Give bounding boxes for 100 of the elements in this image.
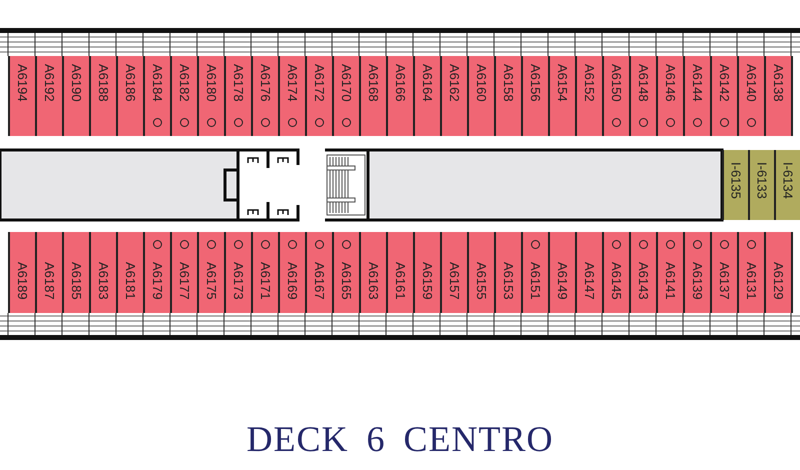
cabin-number: A6148 [637,64,650,102]
cabin-number: A6185 [70,262,83,300]
cabin [8,232,37,313]
cabin-number: A6175 [205,262,218,300]
cabin [440,56,469,136]
cabin-number: A6162 [448,64,461,102]
cabin [278,56,307,136]
cabin-number: A6171 [259,262,272,300]
cabin [602,56,631,136]
cabin [764,56,793,136]
cabin-number: A6174 [286,64,299,102]
cabin-number: A6184 [151,64,164,102]
cabin-number: A6155 [475,262,488,300]
cabin-number: A6150 [610,64,623,102]
cabin [386,56,415,136]
cabin [278,232,307,313]
cabin-number: A6149 [556,262,569,300]
cabin-number: A6183 [97,262,110,300]
cabin-number: A6153 [502,262,515,300]
cabin [170,232,199,313]
cabin-number: A6168 [367,64,380,102]
cabin [89,56,118,136]
cabin [494,56,523,136]
cabin-number: A6152 [583,64,596,102]
cabin [548,232,577,313]
cabin [62,232,91,313]
cabin-number: A6156 [529,64,542,102]
cabin-number: A6167 [313,262,326,300]
cabin [8,56,37,136]
cabin [710,56,739,136]
cabin-number: A6190 [70,64,83,102]
cabin-number: A6189 [16,262,29,300]
cabin [764,232,793,313]
cabin [467,56,496,136]
cabin [629,232,658,313]
cabin [89,232,118,313]
cabin [305,56,334,136]
cabin-number: A6158 [502,64,515,102]
deck-title: DECK 6 CENTRO [246,418,554,460]
cabin-number: A6164 [421,64,434,102]
cabin [359,232,388,313]
cabin-number: A6140 [745,64,758,102]
cabin [332,232,361,313]
cabin [35,232,64,313]
cabin [305,232,334,313]
cabin [710,232,739,313]
cabin [748,150,776,220]
cabin-number: A6180 [205,64,218,102]
cabin [35,56,64,136]
cabin-number: I-6135 [730,162,742,199]
cabin-number: A6181 [124,262,137,300]
cabin-number: A6194 [16,64,29,102]
cabin-number: A6177 [178,262,191,300]
cabin-number: A6166 [394,64,407,102]
cabin-number: A6131 [745,262,758,300]
cabin [251,232,280,313]
cabin-number: A6163 [367,262,380,300]
cabin-number: A6173 [232,262,245,300]
cabin [521,56,550,136]
cabin-number: A6129 [772,262,785,300]
cabin [494,232,523,313]
cabin-number: A6145 [610,262,623,300]
cabin-number: A6151 [529,262,542,300]
cabin-number: A6165 [340,262,353,300]
cabin-number: I-6134 [782,162,794,199]
cabin [224,232,253,313]
cabin [521,232,550,313]
cabin-number: A6192 [43,64,56,102]
cabin [602,232,631,313]
cabin [656,56,685,136]
cabin [332,56,361,136]
cabin [413,232,442,313]
cabin [386,232,415,313]
cabin-number: A6137 [718,262,731,300]
cabin [629,56,658,136]
cabin-number: A6143 [637,262,650,300]
cabin [251,56,280,136]
cabin [774,150,800,220]
cabin-number: A6188 [97,64,110,102]
cabin-number: A6187 [43,262,56,300]
cabin-number: A6172 [313,64,326,102]
cabin [197,232,226,313]
cabin [548,56,577,136]
cabin-number: A6182 [178,64,191,102]
cabin-number: A6147 [583,262,596,300]
cabin [359,56,388,136]
cabin [683,232,712,313]
cabin-number: A6142 [718,64,731,102]
cabin-number: A6138 [772,64,785,102]
cabin [224,56,253,136]
cabin [143,232,172,313]
cabin [143,56,172,136]
cabin-number: A6186 [124,64,137,102]
cabin [683,56,712,136]
cabin [656,232,685,313]
cabin [116,232,145,313]
cabin-number: I-6133 [756,162,768,199]
cabin [575,232,604,313]
cabin-number: A6146 [664,64,677,102]
cabin [737,56,766,136]
